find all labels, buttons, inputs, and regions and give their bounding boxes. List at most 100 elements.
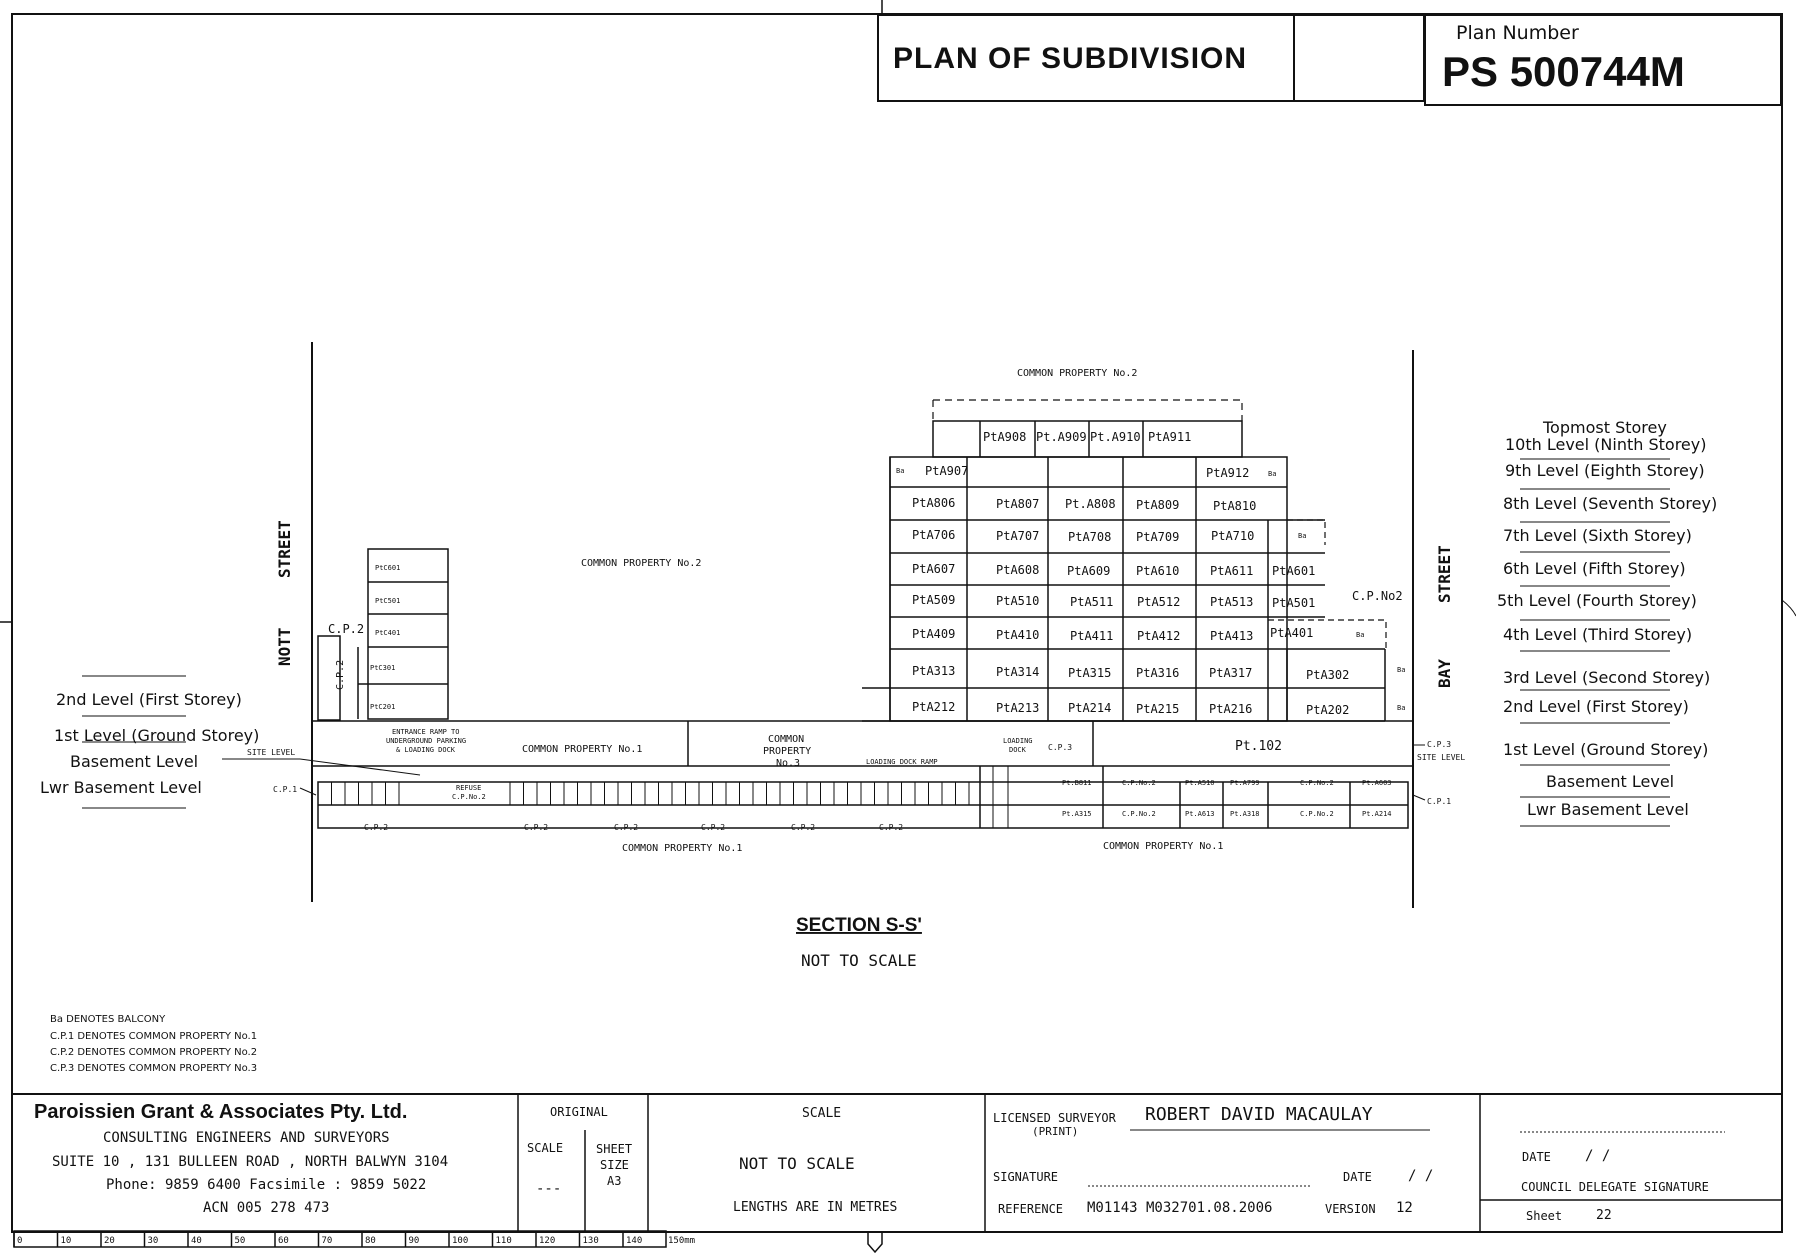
lot-a611: PtA611 [1210, 564, 1253, 578]
firm-description: CONSULTING ENGINEERS AND SURVEYORS [103, 1130, 390, 1146]
lot-a601: PtA601 [1272, 564, 1315, 578]
right-level-4th: 4th Level (Third Storey) [1503, 625, 1693, 644]
firm-address: SUITE 10 , 131 BULLEEN ROAD , NORTH BALW… [52, 1154, 449, 1170]
lot-a202: PtA202 [1306, 703, 1349, 717]
lot-a410: PtA410 [996, 628, 1039, 642]
right-level-6th: 6th Level (Fifth Storey) [1503, 559, 1686, 578]
cp2-bottom-2: C.P.2 [524, 823, 548, 832]
council-date-value: / / [1585, 1148, 1611, 1164]
nott-street-label: STREET [275, 520, 294, 578]
cp2-left-label: C.P.2 [328, 622, 364, 636]
legend-cp3: C.P.3 DENOTES COMMON PROPERTY No.3 [50, 1063, 258, 1074]
lot-a510: PtA510 [996, 594, 1039, 608]
cp2-bottom-1: C.P.2 [364, 823, 388, 832]
lot-a710: PtA710 [1211, 529, 1254, 543]
ba-label-5: Ba [1397, 666, 1405, 674]
surveyor-date-value: / / [1408, 1168, 1434, 1184]
ruler-tick-label: 90 [409, 1236, 420, 1246]
refuse-label-1: REFUSE [456, 784, 481, 792]
lot-a513: PtA513 [1210, 595, 1253, 609]
site-level-right: SITE LEVEL [1417, 753, 1465, 762]
sheet-label: Sheet [1526, 1209, 1563, 1223]
cp1-ground-label: COMMON PROPERTY No.1 [522, 744, 642, 755]
loading-dock-label-1: LOADING [1003, 737, 1033, 745]
lot-b811: Pt.B811 [1062, 779, 1092, 787]
ba-label-2: Ba [1268, 470, 1276, 478]
lot-a212: PtA212 [912, 700, 955, 714]
ruler-tick-label: 20 [104, 1236, 115, 1246]
cp1-left: C.P.1 [273, 785, 297, 794]
cp-no2-right: C.P.No2 [1352, 589, 1403, 603]
surveyor-label: LICENSED SURVEYOR [993, 1111, 1116, 1125]
lot-a302: PtA302 [1306, 668, 1349, 682]
surveyor-name: ROBERT DAVID MACAULAY [1145, 1104, 1373, 1125]
legend-cp1: C.P.1 DENOTES COMMON PROPERTY No.1 [50, 1031, 258, 1042]
ramp-label-1: ENTRANCE RAMP TO [392, 728, 459, 736]
ruler-tick-label: 150mm [668, 1236, 695, 1246]
right-level-basement: Basement Level [1546, 772, 1675, 791]
plan-title-spacer [1293, 14, 1425, 102]
lot-a315: PtA315 [1068, 666, 1111, 680]
ruler-tick-label: 110 [496, 1236, 512, 1246]
lot-a409: PtA409 [912, 627, 955, 641]
sheet-number: 22 [1596, 1208, 1612, 1223]
lot-cp2-l1: C.P.No.2 [1122, 810, 1156, 818]
scale-text: NOT TO SCALE [739, 1154, 855, 1173]
ba-label-6: Ba [1397, 704, 1405, 712]
lot-a214: PtA214 [1068, 701, 1111, 715]
bay-street-label: STREET [1435, 545, 1454, 603]
plan-title: PLAN OF SUBDIVISION [893, 42, 1248, 75]
lot-a709: PtA709 [1136, 530, 1179, 544]
lot-a809: PtA809 [1136, 498, 1179, 512]
right-level-5th: 5th Level (Fourth Storey) [1497, 591, 1697, 610]
cp3-small-label: C.P.3 [1048, 743, 1072, 752]
firm-acn: ACN 005 278 473 [203, 1200, 330, 1216]
ruler-tick-label: 0 [17, 1236, 22, 1246]
ruler-tick-label: 10 [61, 1236, 72, 1246]
lot-a608: PtA608 [996, 563, 1039, 577]
lot-a908: PtA908 [983, 430, 1026, 444]
legend-balcony: Ba DENOTES BALCONY [50, 1014, 166, 1025]
lot-a315b: Pt.A315 [1062, 810, 1092, 818]
lot-a215: PtA215 [1136, 702, 1179, 716]
reference-label: REFERENCE [998, 1202, 1064, 1216]
lot-a314: PtA314 [996, 665, 1039, 679]
cp3-right: C.P.3 [1427, 740, 1451, 749]
firm-name: Paroissien Grant & Associates Pty. Ltd. [34, 1101, 408, 1123]
lot-a412: PtA412 [1137, 629, 1180, 643]
centre-mark [867, 1232, 883, 1254]
lot-a910: Pt.A910 [1090, 430, 1141, 444]
lot-a603: Pt.A603 [1362, 779, 1392, 787]
surveyor-date-label: DATE [1343, 1170, 1372, 1184]
right-level-topmost: Topmost Storey [1543, 418, 1667, 437]
lot-a912: PtA912 [1206, 466, 1249, 480]
lot-a708: PtA708 [1068, 530, 1111, 544]
lot-a807: PtA807 [996, 497, 1039, 511]
scale-header: SCALE [802, 1106, 842, 1121]
outer-frame [11, 13, 1783, 1233]
left-level-lower-basement: Lwr Basement Level [40, 778, 202, 797]
cp2-bottom-3: C.P.2 [614, 823, 638, 832]
parking-stalls [317, 766, 1009, 828]
cp2-bottom-5: C.P.2 [791, 823, 815, 832]
lengths-note: LENGTHS ARE IN METRES [733, 1200, 898, 1215]
cp1-right: C.P.1 [1427, 797, 1451, 806]
lot-a318: Pt.A318 [1230, 810, 1260, 818]
original-label: ORIGINAL [550, 1105, 608, 1119]
cp2-mid-label: COMMON PROPERTY No.2 [581, 558, 701, 569]
cp2-vertical-label: C.P.2 [335, 660, 346, 690]
loading-ramp-label: LOADING DOCK RAMP [866, 758, 938, 766]
cp1-bottom-right: COMMON PROPERTY No.1 [1103, 841, 1223, 852]
right-level-8th: 8th Level (Seventh Storey) [1503, 494, 1718, 513]
lot-a613: Pt.A613 [1185, 810, 1215, 818]
council-date-label: DATE [1522, 1150, 1551, 1164]
lot-a213: PtA213 [996, 701, 1039, 715]
cp3-ground-label-1: COMMON [768, 734, 804, 745]
reference-value: M01143 M032701.08.2006 [1087, 1200, 1273, 1216]
lot-a610: PtA610 [1136, 564, 1179, 578]
cp2-bottom-6: C.P.2 [879, 823, 903, 832]
lot-a501: PtA501 [1272, 596, 1315, 610]
lot-c401: PtC401 [375, 629, 400, 637]
left-level-basement: Basement Level [70, 752, 199, 771]
